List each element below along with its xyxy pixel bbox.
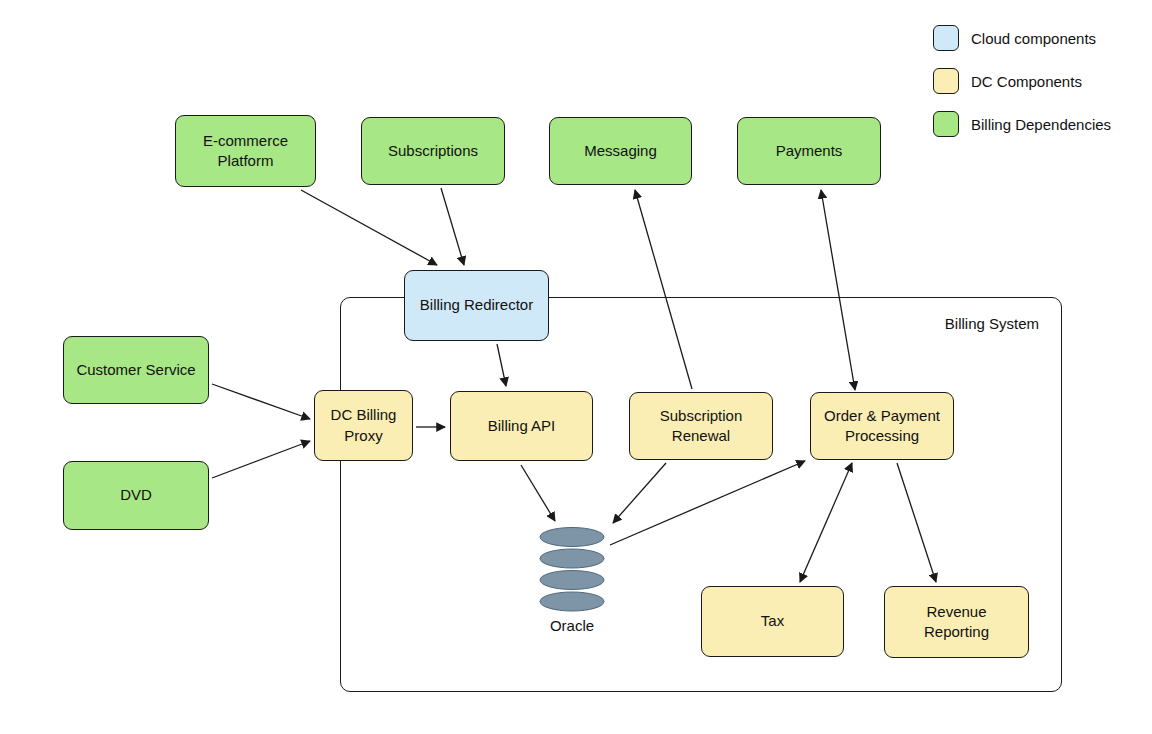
arrow-order-processing-to-tax (800, 463, 852, 582)
node-billing-redirector: Billing Redirector (404, 270, 549, 341)
arrow-billing-api-to-oracle (521, 465, 555, 521)
arrow-subscription-renewal-to-messaging (635, 190, 692, 389)
database-icon (540, 528, 604, 612)
legend-item-cloud: Cloud components (933, 25, 1096, 51)
node-dc-billing-proxy: DC Billing Proxy (314, 390, 413, 461)
arrow-redirector-to-billing-api (497, 344, 506, 386)
node-messaging: Messaging (549, 117, 692, 185)
node-ecommerce-platform: E-commerce Platform (175, 115, 316, 187)
arrow-order-processing-to-revenue (897, 463, 936, 582)
node-order-payment-processing: Order & Payment Processing (810, 392, 954, 460)
arrow-oracle-to-order-processing (610, 461, 805, 545)
legend-swatch-dc (933, 68, 959, 94)
database-label: Oracle (536, 617, 608, 634)
legend-label-cloud: Cloud components (971, 30, 1096, 47)
node-payments: Payments (737, 117, 881, 185)
legend-item-dc: DC Components (933, 68, 1082, 94)
node-tax: Tax (701, 586, 844, 657)
legend-label-dependencies: Billing Dependencies (971, 116, 1111, 133)
arrow-ecommerce-to-redirector (301, 190, 437, 265)
arrow-subscription-renewal-to-oracle (613, 463, 666, 523)
legend-swatch-dependencies (933, 111, 959, 137)
legend-swatch-cloud (933, 25, 959, 51)
node-revenue-reporting: Revenue Reporting (884, 586, 1029, 658)
arrow-subscriptions-to-redirector (441, 188, 464, 265)
arrow-customer-service-to-proxy (212, 384, 310, 419)
node-subscription-renewal: Subscription Renewal (629, 392, 773, 460)
node-customer-service: Customer Service (63, 336, 209, 404)
arrow-order-processing-to-payments (821, 190, 855, 390)
node-subscriptions: Subscriptions (361, 117, 505, 185)
legend-item-dependencies: Billing Dependencies (933, 111, 1111, 137)
node-billing-api: Billing API (450, 391, 593, 461)
arrow-dvd-to-proxy (212, 441, 310, 478)
node-dvd: DVD (63, 461, 209, 530)
legend-label-dc: DC Components (971, 73, 1082, 90)
